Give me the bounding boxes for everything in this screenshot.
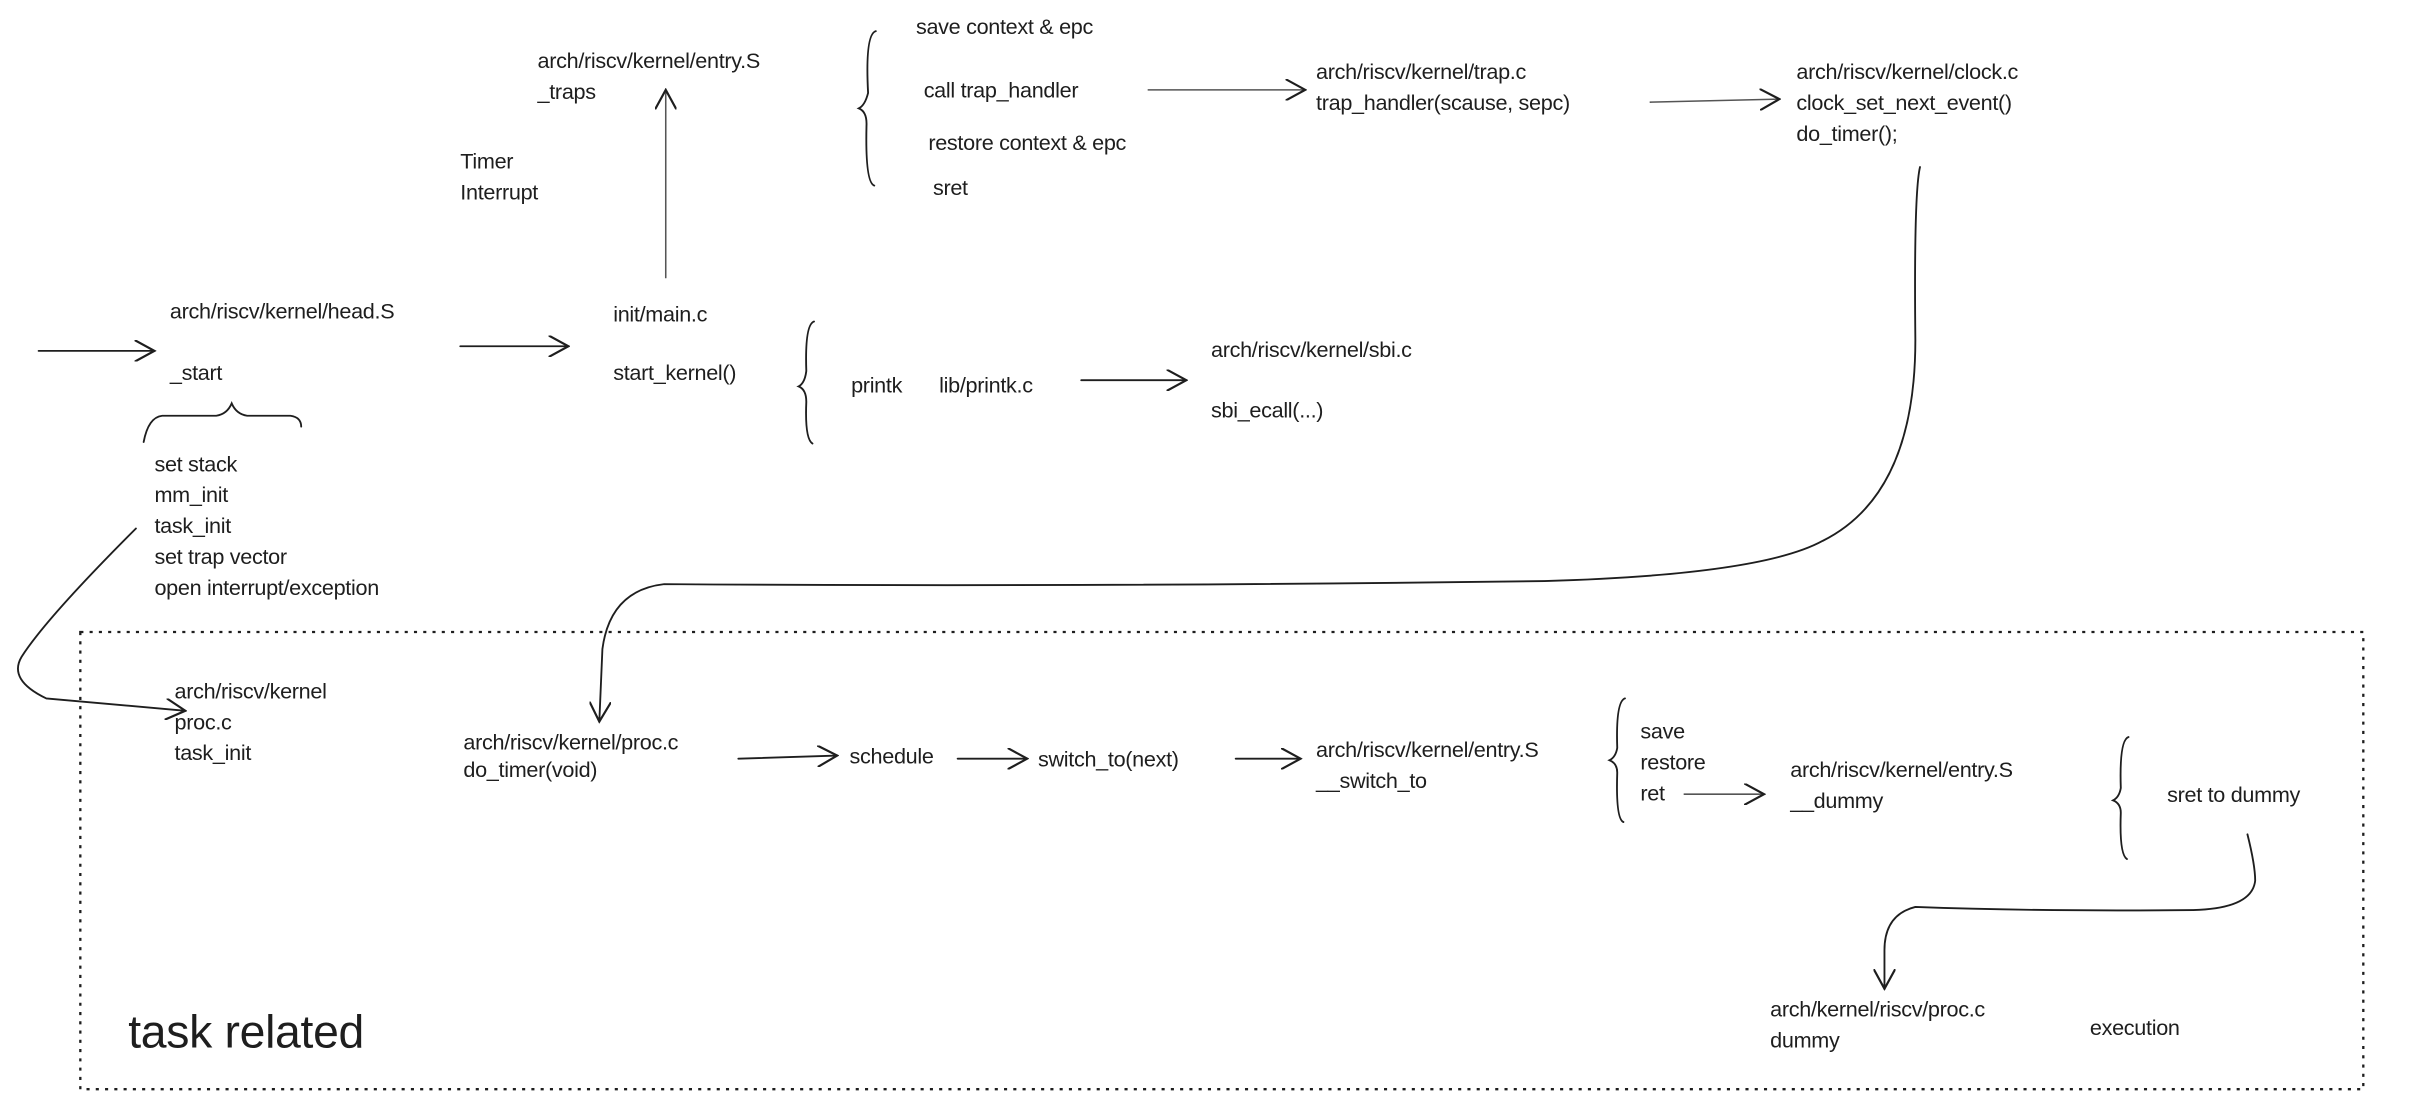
traps-step: call trap_handler <box>924 78 1079 103</box>
arrow-to-proc-do-timer <box>599 166 1921 722</box>
proc-task-init-node: arch/riscv/kernel proc.c task_init <box>175 678 327 765</box>
task-related-box <box>79 630 2365 1091</box>
switch-to-label: switch_to(next) <box>1038 746 1179 771</box>
arrow-to-task-init <box>17 527 185 711</box>
file-label: arch/kernel/riscv/proc.c <box>1770 997 1985 1022</box>
entry-traps-node: arch/riscv/kernel/entry.S _traps <box>537 48 761 104</box>
file-label: arch/riscv/kernel/clock.c <box>1796 59 2018 84</box>
func-label: clock_set_next_event() <box>1796 90 2011 115</box>
start-step: set stack <box>154 451 237 476</box>
start-step: set trap vector <box>154 544 286 569</box>
switch-step: save <box>1640 719 1685 744</box>
file-label: init/main.c <box>613 302 707 327</box>
start-kernel-brace <box>796 320 815 445</box>
printk-func: printk <box>851 373 902 398</box>
func-label: do_timer(); <box>1796 121 1897 146</box>
start-steps-list: set stack mm_init task_init set trap vec… <box>154 451 379 600</box>
sret-to-dummy-label: sret to dummy <box>2167 782 2300 807</box>
func-label: trap_handler(scause, sepc) <box>1316 90 1570 115</box>
arrow-to-schedule <box>737 756 837 759</box>
func-label: do_timer(void) <box>463 757 597 782</box>
file-label: proc.c <box>175 709 232 734</box>
trap-c-node: arch/riscv/kernel/trap.c trap_handler(sc… <box>1316 59 1570 115</box>
entry-dummy-node: arch/riscv/kernel/entry.S __dummy <box>1789 757 2013 813</box>
func-label: task_init <box>175 740 252 765</box>
timer-interrupt-label: Interrupt <box>460 180 538 205</box>
proc-dummy-node: arch/kernel/riscv/proc.c dummy <box>1770 997 1986 1053</box>
file-label: arch/riscv/kernel/head.S <box>170 298 394 323</box>
file-label: arch/riscv/kernel/proc.c <box>463 729 678 754</box>
proc-do-timer-node: arch/riscv/kernel/proc.c do_timer(void) <box>463 729 679 782</box>
start-step: task_init <box>154 513 231 538</box>
switch-step: ret <box>1640 780 1665 805</box>
start-step: open interrupt/exception <box>154 575 378 600</box>
file-label: arch/riscv/kernel/sbi.c <box>1211 337 1412 362</box>
task-related-title: task related <box>128 1006 364 1058</box>
func-label: _start <box>169 360 222 385</box>
main-c-node: init/main.c start_kernel() <box>613 302 736 386</box>
head-s-node: arch/riscv/kernel/head.S _start <box>169 298 395 385</box>
start-brace <box>142 401 303 443</box>
traps-step: sret <box>933 175 968 200</box>
sbi-c-node: arch/riscv/kernel/sbi.c sbi_ecall(...) <box>1211 337 1412 422</box>
switch-brace <box>1607 697 1626 823</box>
func-label: __dummy <box>1789 788 1883 813</box>
file-label: arch/riscv/kernel <box>175 678 327 703</box>
file-label: arch/riscv/kernel/trap.c <box>1316 59 1526 84</box>
printk-file: lib/printk.c <box>939 373 1033 398</box>
func-label: start_kernel() <box>613 360 736 385</box>
traps-step: save context & epc <box>916 14 1094 39</box>
traps-step: restore context & epc <box>928 130 1126 155</box>
file-label: arch/riscv/kernel/entry.S <box>538 48 760 73</box>
dummy-brace <box>2110 736 2130 860</box>
file-label: arch/riscv/kernel/entry.S <box>1790 757 2012 782</box>
start-step: mm_init <box>154 482 228 507</box>
func-label: _traps <box>537 79 597 104</box>
func-label: __switch_to <box>1315 768 1427 793</box>
traps-brace <box>856 30 877 187</box>
func-label: sbi_ecall(...) <box>1211 397 1323 422</box>
switch-step: restore <box>1640 749 1705 774</box>
schedule-label: schedule <box>850 743 934 768</box>
clock-c-node: arch/riscv/kernel/clock.c clock_set_next… <box>1796 59 2018 146</box>
arrow-to-proc-dummy <box>1884 833 2257 988</box>
execution-label: execution <box>2090 1015 2180 1040</box>
entry-switch-node: arch/riscv/kernel/entry.S __switch_to <box>1315 737 1539 793</box>
timer-interrupt-label: Timer <box>460 149 513 174</box>
arrow-to-clock-c <box>1649 99 1780 102</box>
file-label: arch/riscv/kernel/entry.S <box>1316 737 1538 762</box>
func-label: dummy <box>1770 1028 1840 1053</box>
